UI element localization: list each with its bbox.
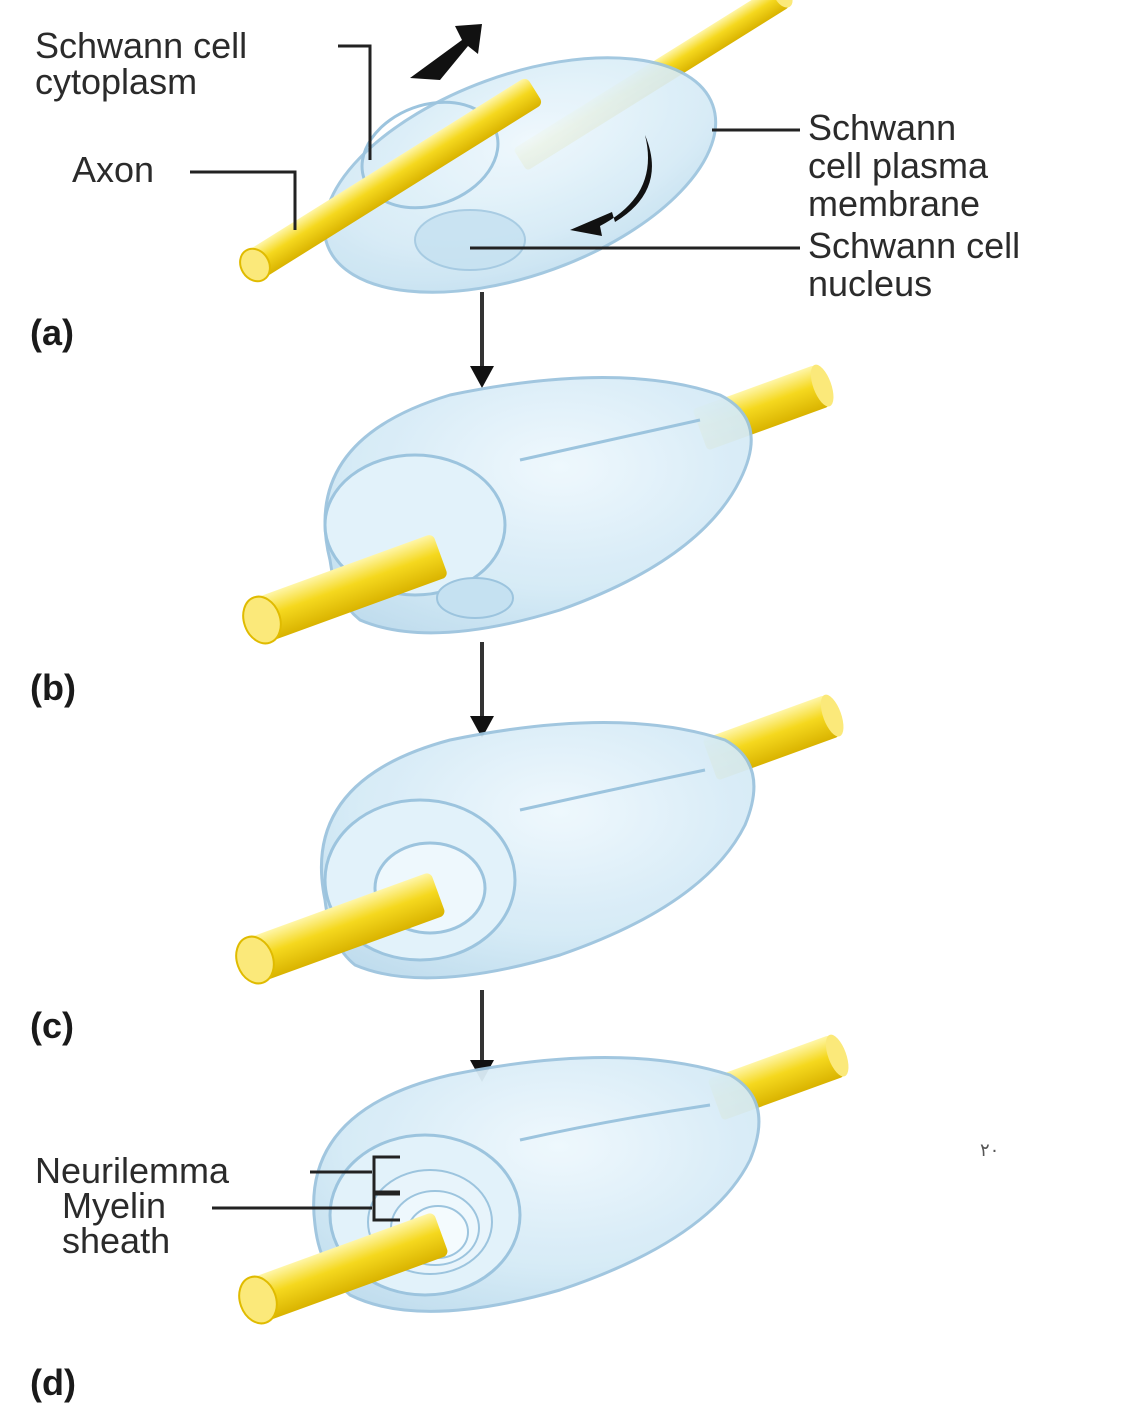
- flow-arrow-b-c: [470, 642, 494, 738]
- label-nucleus-line1: Schwann cell: [808, 225, 1020, 266]
- label-schwann-cytoplasm-line2: cytoplasm: [35, 61, 197, 102]
- panel-label-d: (d): [30, 1362, 76, 1403]
- label-plasma-membrane-line1: Schwann: [808, 107, 956, 148]
- page-number: ٢٠: [980, 1140, 999, 1161]
- flow-arrow-a-b: [470, 292, 494, 388]
- panel-label-b: (b): [30, 667, 76, 708]
- panel-b-illustration: [237, 362, 838, 649]
- label-nucleus-line2: nucleus: [808, 263, 932, 304]
- label-myelin-line2: sheath: [62, 1220, 170, 1261]
- panel-label-a: (a): [30, 312, 74, 353]
- panel-label-c: (c): [30, 1005, 74, 1046]
- label-axon: Axon: [72, 149, 154, 190]
- label-plasma-membrane-line3: membrane: [808, 183, 980, 224]
- panel-c-illustration: [230, 692, 848, 989]
- leader-schwann-cytoplasm: [338, 46, 370, 160]
- label-schwann-cytoplasm-line1: Schwann cell: [35, 25, 247, 66]
- panel-d-illustration: [233, 1032, 853, 1329]
- label-plasma-membrane-line2: cell plasma: [808, 145, 989, 186]
- leader-axon: [190, 172, 295, 230]
- panel-a-illustration: [234, 0, 796, 339]
